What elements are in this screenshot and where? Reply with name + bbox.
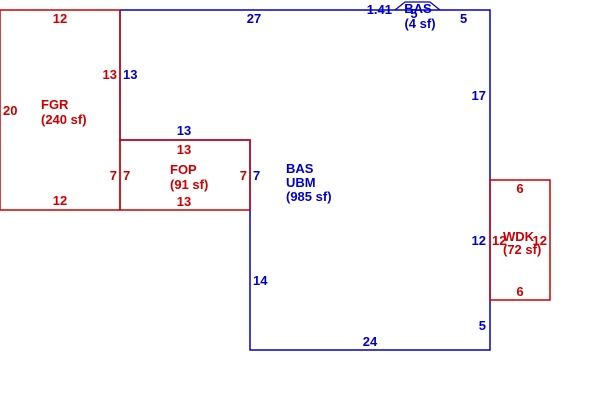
- dim-fgr-right-lower: 7: [110, 168, 117, 183]
- dim-bas-left-lower: 14: [253, 273, 268, 288]
- dim-fop-bottom: 13: [177, 194, 191, 209]
- dim-bay-left: 1.41: [367, 2, 392, 17]
- dim-bas-right-lower: 5: [479, 318, 486, 333]
- bay-area: (4 sf): [404, 16, 435, 31]
- dim-bas-step: 13: [177, 123, 191, 138]
- dim-bay-right: 5: [460, 11, 467, 26]
- fop-area: (91 sf): [170, 177, 208, 192]
- dim-fgr-top: 12: [53, 11, 67, 26]
- dim-fgr-right: 13: [103, 67, 117, 82]
- dim-wdk-bottom: 6: [516, 284, 523, 299]
- bay-code: BAS: [404, 1, 432, 16]
- bas-code: BAS: [286, 161, 314, 176]
- dim-bas-right-upper: 17: [472, 88, 486, 103]
- fop-outline: [119, 139, 251, 211]
- dim-fop-right: 7: [240, 168, 247, 183]
- wdk-code: WDK: [503, 229, 535, 244]
- dim-wdk-right: 12: [533, 233, 547, 248]
- bay-outline: [394, 1, 441, 11]
- wdk-outline: [489, 179, 551, 301]
- fgr-code: FGR: [41, 97, 69, 112]
- bas-area: (985 sf): [286, 189, 332, 204]
- bas-code-2: UBM: [286, 175, 316, 190]
- dim-wdk-left: 12: [492, 233, 506, 248]
- dim-bas-bottom: 24: [363, 334, 378, 349]
- dim-wdk-top: 6: [516, 181, 523, 196]
- dim-fop-left: 7: [123, 168, 130, 183]
- wdk-area: (72 sf): [503, 242, 541, 257]
- dim-bas-top: 27: [247, 11, 261, 26]
- dim-fgr-bottom: 12: [53, 193, 67, 208]
- dim-bay-center: 5: [410, 6, 417, 21]
- fgr-outline: [0, 9, 121, 211]
- dim-fop-top: 13: [177, 142, 191, 157]
- dim-bas-right-mid: 12: [472, 233, 486, 248]
- fgr-area: (240 sf): [41, 112, 87, 127]
- dim-fgr-left: 20: [3, 103, 17, 118]
- fop-code: FOP: [170, 162, 197, 177]
- dim-bas-left-mid: 7: [253, 168, 260, 183]
- dim-bas-left-upper: 13: [123, 67, 137, 82]
